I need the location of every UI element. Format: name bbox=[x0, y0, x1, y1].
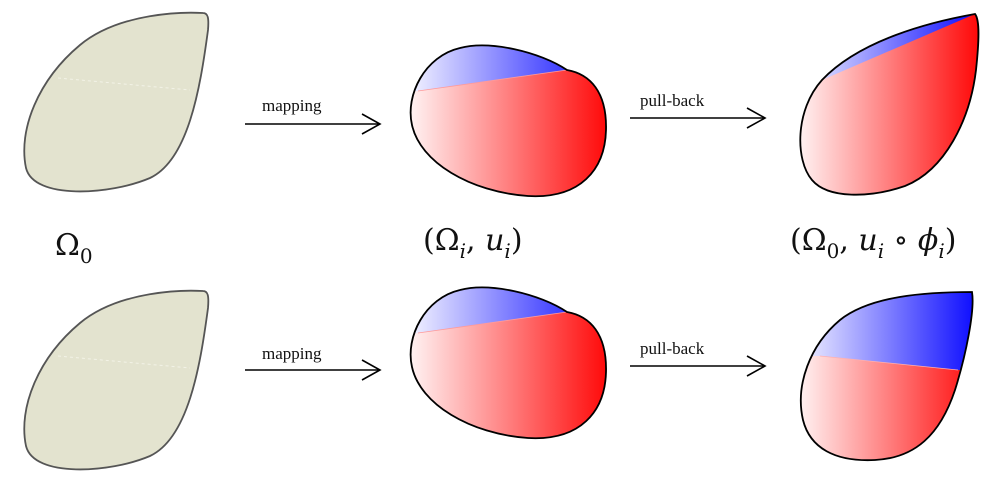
region-boundary bbox=[417, 311, 568, 334]
reference-domain-shape bbox=[23, 289, 210, 471]
reference-domain-label: Ω0 bbox=[55, 228, 93, 268]
row-1: mapping pull-back bbox=[23, 11, 980, 198]
pullback-label: pull-back bbox=[640, 339, 705, 358]
mapping-label: mapping bbox=[262, 344, 322, 363]
labels-row: Ω0 (Ωi, ui) (Ω0, ui ∘ ϕi) bbox=[55, 223, 957, 268]
mapping-label: mapping bbox=[262, 96, 322, 115]
row-2: mapping pull-back bbox=[23, 286, 974, 471]
reference-domain-faint-seam bbox=[57, 77, 191, 91]
mapped-domain-label: (Ωi, ui) bbox=[423, 223, 523, 263]
pulled-domain-field bbox=[800, 292, 973, 461]
reference-domain-faint-seam bbox=[57, 355, 191, 369]
pulled-domain-label: (Ω0, ui ∘ ϕi) bbox=[790, 223, 957, 263]
pullback-label: pull-back bbox=[640, 91, 705, 110]
region-boundary bbox=[819, 355, 959, 371]
reference-domain-shape bbox=[23, 11, 210, 193]
mapped-domain-field bbox=[410, 45, 607, 197]
mapped-domain-field bbox=[410, 287, 607, 439]
region-boundary bbox=[417, 69, 568, 92]
